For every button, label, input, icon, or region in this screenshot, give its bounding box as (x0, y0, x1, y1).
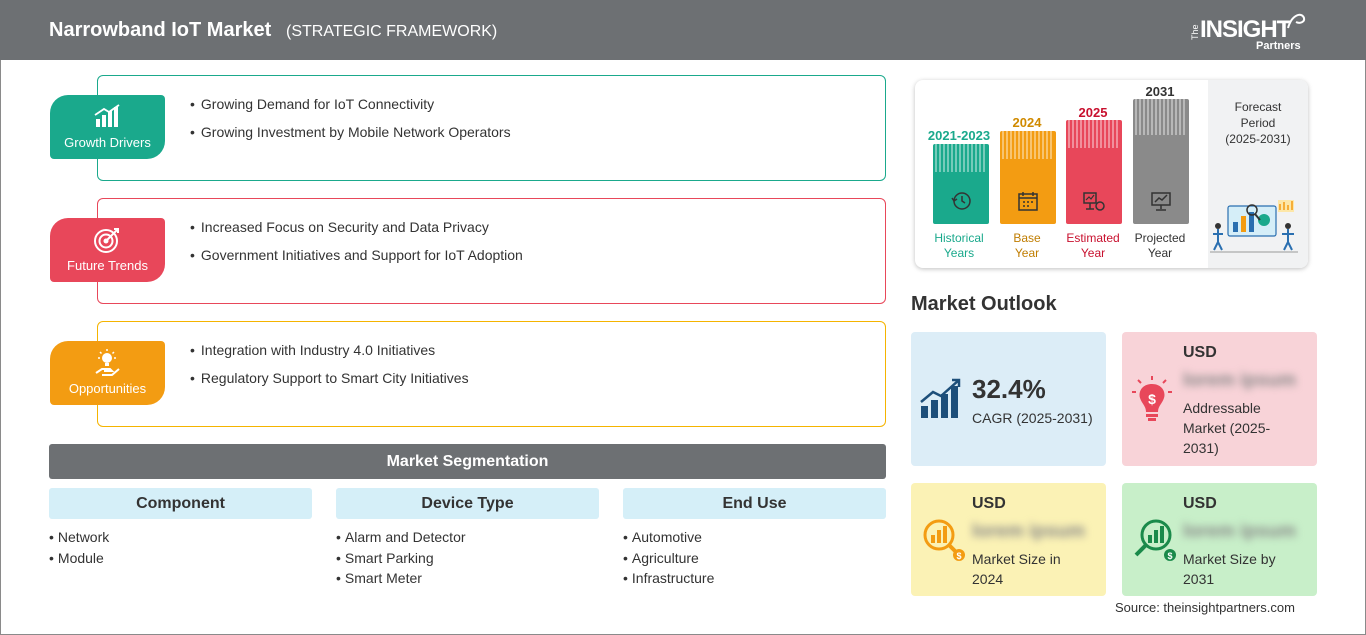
opportunities-list: Integration with Industry 4.0 Initiative… (190, 342, 469, 398)
market-size-2024-card: $ USD lorem ipsum Market Size in 2024 (911, 483, 1106, 596)
segment-heading: Device Type (336, 488, 599, 519)
timeline-year: 2025 (1078, 105, 1108, 120)
opportunities-label: Opportunities (68, 381, 147, 396)
page-title: Narrowband IoT Market (49, 19, 272, 41)
list-item: Alarm and Detector (336, 527, 599, 548)
future-trends-tag: Future Trends (50, 218, 169, 286)
list-item: Automotive (623, 527, 886, 548)
list-item: Growing Demand for IoT Connectivity (190, 96, 511, 124)
segment-list: Alarm and Detector Smart Parking Smart M… (336, 527, 599, 589)
page-subtitle: (STRATEGIC FRAMEWORK) (286, 23, 498, 40)
list-item: Agriculture (623, 548, 886, 569)
timeline-bar-base (1000, 131, 1056, 224)
market-size-2031-card: $ USD lorem ipsum Market Size by 2031 (1122, 483, 1317, 596)
list-item: Integration with Industry 4.0 Initiative… (190, 342, 469, 370)
svg-text:$: $ (1148, 391, 1156, 407)
addressable-currency: USD (1183, 344, 1217, 361)
growth-chart-icon (94, 104, 120, 127)
svg-text:$: $ (1167, 551, 1172, 561)
timeline-label: Estimated Year (1066, 231, 1120, 260)
segment-heading: End Use (623, 488, 886, 519)
size-2031-currency: USD (1183, 495, 1217, 512)
future-trends-panel: Increased Focus on Security and Data Pri… (97, 198, 886, 304)
list-item: Smart Parking (336, 548, 599, 569)
insight-partners-logo: The INSIGHT Partners (1190, 10, 1310, 54)
timeline-year: 2021-2023 (927, 128, 991, 143)
lightbulb-hand-icon (95, 349, 120, 376)
growth-drivers-panel: Growing Demand for IoT Connectivity Grow… (97, 75, 886, 181)
magnifier-chart-icon: $ (923, 519, 965, 561)
growth-drivers-label: Growth Drivers (64, 135, 151, 150)
bar-stripes (935, 144, 985, 172)
timeline-label: Base Year (1013, 231, 1041, 260)
size-2024-label: Market Size in 2024 (972, 551, 1061, 587)
growth-drivers-tag: Growth Drivers (50, 95, 169, 163)
opportunities-panel: Integration with Industry 4.0 Initiative… (97, 321, 886, 427)
svg-text:$: $ (956, 551, 961, 561)
estimate-icon (1083, 192, 1105, 211)
bar-stripes (1002, 131, 1052, 159)
timeline-label: Historical Years (934, 231, 984, 260)
timeline-bar-estimated (1066, 120, 1122, 224)
list-item: Regulatory Support to Smart City Initiat… (190, 370, 469, 398)
analytics-people-illustration (1210, 200, 1298, 253)
segment-list: Automotive Agriculture Infrastructure (623, 527, 886, 589)
history-icon (951, 192, 971, 210)
timeline-year: 2031 (1145, 84, 1175, 99)
bar-stripes (1068, 120, 1118, 148)
forecast-panel (1208, 80, 1308, 268)
growth-drivers-list: Growing Demand for IoT Connectivity Grow… (190, 96, 511, 152)
segment-heading: Component (49, 488, 312, 519)
future-trends-label: Future Trends (67, 258, 148, 273)
list-item: Module (49, 548, 312, 569)
cagr-value: 32.4% (972, 374, 1046, 404)
future-trends-list: Increased Focus on Security and Data Pri… (190, 219, 523, 275)
addressable-market-card: $ USD lorem ipsum Addressable Market (20… (1122, 332, 1317, 466)
list-item: Growing Investment by Mobile Network Ope… (190, 124, 511, 152)
logo-swoosh-icon (1287, 13, 1306, 29)
segment-component: Component Network Module (49, 488, 312, 568)
lightbulb-dollar-icon: $ (1132, 376, 1172, 421)
timeline-bar-projected (1133, 99, 1189, 224)
list-item: Smart Meter (336, 568, 599, 589)
calendar-icon (1018, 192, 1038, 211)
segment-end-use: End Use Automotive Agriculture Infrastru… (623, 488, 886, 589)
market-outlook-title: Market Outlook (911, 293, 1057, 315)
target-icon (94, 228, 119, 253)
cagr-label: CAGR (2025-2031) (972, 410, 1093, 426)
list-item: Network (49, 527, 312, 548)
size-2024-currency: USD (972, 495, 1006, 512)
opportunities-tag: Opportunities (50, 341, 169, 409)
source-link[interactable]: Source: theinsightpartners.com (1115, 600, 1295, 615)
segment-list: Network Module (49, 527, 312, 568)
size-2024-value-redacted: lorem ipsum (972, 521, 1085, 542)
addressable-label: Addressable Market (2025- 2031) (1183, 400, 1271, 456)
timeline-year: 2024 (1012, 115, 1042, 130)
projection-icon (1151, 192, 1171, 211)
size-2031-label: Market Size by 2031 (1183, 551, 1276, 587)
bar-stripes (1135, 99, 1185, 135)
magnifier-chart-icon: $ (1134, 519, 1176, 561)
timeline-bar-historical (933, 144, 989, 224)
list-item: Government Initiatives and Support for I… (190, 247, 523, 275)
header-bar: Narrowband IoT Market (STRATEGIC FRAMEWO… (0, 0, 1366, 60)
timeline-label: Projected Year (1134, 231, 1186, 260)
cagr-card: 32.4% CAGR (2025-2031) (911, 332, 1106, 466)
segment-device-type: Device Type Alarm and Detector Smart Par… (336, 488, 599, 589)
list-item: Increased Focus on Security and Data Pri… (190, 219, 523, 247)
size-2031-value-redacted: lorem ipsum (1183, 521, 1296, 542)
list-item: Infrastructure (623, 568, 886, 589)
market-segmentation-header: Market Segmentation (49, 444, 886, 479)
growth-chart-icon (920, 378, 961, 418)
forecast-period-label: Forecast Period (2025-2031) (1225, 100, 1291, 146)
addressable-value-redacted: lorem ipsum (1183, 370, 1296, 391)
